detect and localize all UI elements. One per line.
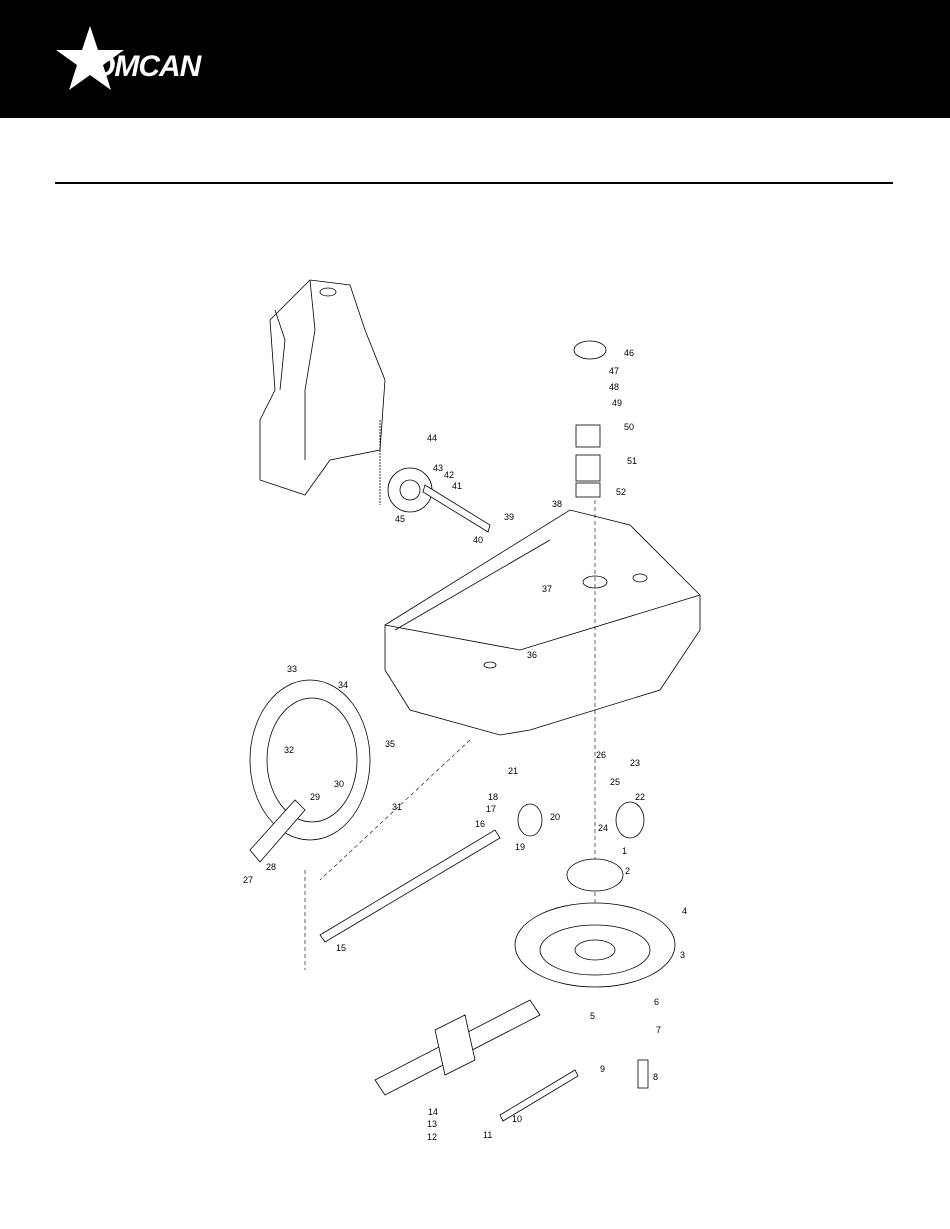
callout-16: 16: [475, 819, 485, 829]
base-plate: [515, 903, 675, 987]
callout-25: 25: [610, 777, 620, 787]
brand-name: OMCAN: [92, 50, 200, 84]
callout-5: 5: [590, 1011, 595, 1021]
callout-48: 48: [609, 382, 619, 392]
callout-41: 41: [452, 481, 462, 491]
callout-20: 20: [550, 812, 560, 822]
callout-38: 38: [552, 499, 562, 509]
callout-11: 11: [483, 1130, 492, 1140]
main-body: [385, 510, 700, 735]
callout-7: 7: [656, 1025, 661, 1035]
callout-52: 52: [616, 487, 626, 497]
callout-37: 37: [542, 584, 552, 594]
callout-35: 35: [385, 739, 395, 749]
callout-22: 22: [635, 792, 645, 802]
callout-15: 15: [336, 943, 346, 953]
callout-51: 51: [627, 456, 637, 466]
callout-14: 14: [428, 1107, 438, 1117]
callout-28: 28: [266, 862, 276, 872]
callout-39: 39: [504, 512, 514, 522]
callout-24: 24: [598, 823, 608, 833]
callout-12: 12: [427, 1132, 437, 1142]
callout-4: 4: [682, 906, 687, 916]
callout-29: 29: [310, 792, 320, 802]
callout-9: 9: [600, 1064, 605, 1074]
page-header: OMCAN: [0, 0, 950, 118]
callout-23: 23: [630, 758, 640, 768]
callout-26: 26: [596, 750, 606, 760]
callout-47: 47: [609, 366, 619, 376]
callout-30: 30: [334, 779, 344, 789]
callout-27: 27: [243, 875, 253, 885]
callout-43: 43: [433, 463, 443, 473]
callout-40: 40: [473, 535, 483, 545]
callout-19: 19: [515, 842, 525, 852]
column-housing: [260, 280, 385, 495]
callout-3: 3: [680, 950, 685, 960]
callout-2: 2: [625, 866, 630, 876]
callout-45: 45: [395, 514, 405, 524]
callout-34: 34: [338, 680, 348, 690]
handwheel: [250, 680, 370, 862]
callout-31: 31: [392, 802, 402, 812]
callout-46: 46: [624, 348, 634, 358]
callout-18: 18: [488, 792, 498, 802]
callout-50: 50: [624, 422, 634, 432]
callout-33: 33: [287, 664, 297, 674]
callout-21: 21: [508, 766, 518, 776]
callout-42: 42: [444, 470, 454, 480]
callout-1: 1: [622, 846, 627, 856]
callout-13: 13: [427, 1119, 437, 1129]
callout-10: 10: [512, 1114, 522, 1124]
callout-8: 8: [653, 1072, 658, 1082]
lower-clamp: [375, 1000, 648, 1121]
callout-17: 17: [486, 804, 496, 814]
callout-36: 36: [527, 650, 537, 660]
exploded-parts-diagram: 1 2 3 4 5 6 7 8 9 10 11 12 13 14 15 16 1…: [230, 270, 730, 1170]
callout-32: 32: [284, 745, 294, 755]
callout-6: 6: [654, 997, 659, 1007]
callout-44: 44: [427, 433, 437, 443]
header-divider: [55, 182, 893, 184]
callout-49: 49: [612, 398, 622, 408]
